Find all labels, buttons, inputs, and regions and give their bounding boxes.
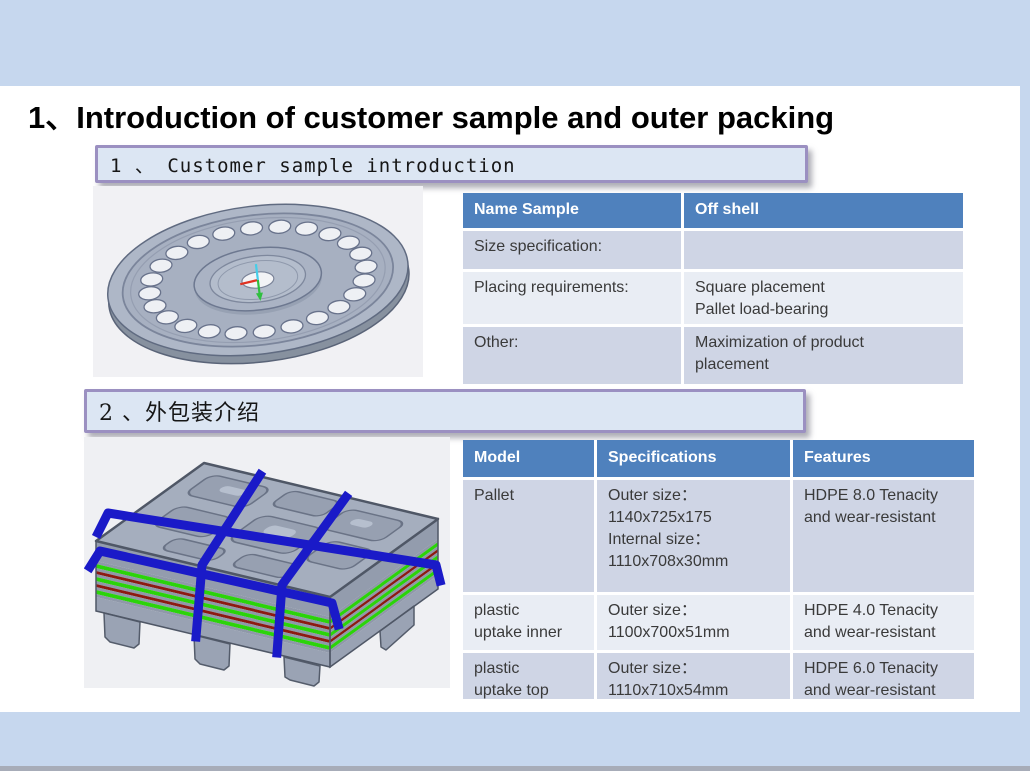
section1-label: 1 、 Customer sample introduction bbox=[110, 154, 516, 177]
table-cell-specs: Outer size： 1110x710x54mm bbox=[597, 653, 790, 699]
table-cell-model: plastic uptake top bbox=[463, 653, 594, 699]
table-cell-model: plastic uptake inner bbox=[463, 595, 594, 650]
right-band bbox=[1020, 0, 1030, 771]
sample-table: Name Sample Off shell Size specification… bbox=[463, 193, 963, 384]
packing-table-header-specs: Specifications bbox=[597, 440, 790, 477]
origin-axes-marker bbox=[240, 263, 263, 301]
packing-table-header-features: Features bbox=[793, 440, 974, 477]
table-row-value: Square placement Pallet load-bearing bbox=[684, 272, 963, 324]
bottom-band bbox=[0, 712, 1030, 766]
table-cell-features: HDPE 6.0 Tenacity and wear-resistant bbox=[793, 653, 974, 699]
table-row-label: Size specification: bbox=[463, 231, 681, 269]
section1-header-box: 1 、 Customer sample introduction bbox=[95, 145, 808, 183]
customer-sample-figure bbox=[93, 186, 423, 377]
disc bbox=[106, 203, 410, 365]
table-cell-features: HDPE 8.0 Tenacity and wear-resistant bbox=[793, 480, 974, 592]
section2-header-box: 2 、外包装介绍 bbox=[84, 389, 806, 433]
table-cell-model: Pallet bbox=[463, 480, 594, 592]
pallet-legs bbox=[103, 605, 415, 687]
bolt-holes bbox=[138, 219, 378, 341]
table-row-value: Maximization of product placement bbox=[684, 327, 963, 384]
table-cell-specs: Outer size： 1100x700x51mm bbox=[597, 595, 790, 650]
table-row-label: Other: bbox=[463, 327, 681, 384]
table-cell-features: HDPE 4.0 Tenacity and wear-resistant bbox=[793, 595, 974, 650]
disc-3d-drawing bbox=[93, 186, 423, 377]
stack-right-face bbox=[330, 518, 438, 667]
table-row-value bbox=[684, 231, 963, 269]
page-title: 1、Introduction of customer sample and ou… bbox=[28, 100, 835, 135]
table-cell-specs: Outer size： 1140x725x175 Internal size： … bbox=[597, 480, 790, 592]
pallet-3d-drawing bbox=[84, 437, 450, 688]
packing-table-header-model: Model bbox=[463, 440, 594, 477]
packing-straps bbox=[84, 468, 446, 658]
packing-table: Model Specifications Features Pallet Out… bbox=[463, 440, 974, 699]
section2-label: 2 、外包装介绍 bbox=[99, 401, 260, 426]
bottom-edge-line bbox=[0, 766, 1030, 771]
table-row-label: Placing requirements: bbox=[463, 272, 681, 324]
top-band bbox=[0, 0, 1030, 86]
sample-table-header-name: Name Sample bbox=[463, 193, 681, 228]
outer-packing-figure bbox=[84, 437, 450, 688]
stack-left-face bbox=[96, 541, 330, 668]
sample-table-header-shell: Off shell bbox=[684, 193, 963, 228]
